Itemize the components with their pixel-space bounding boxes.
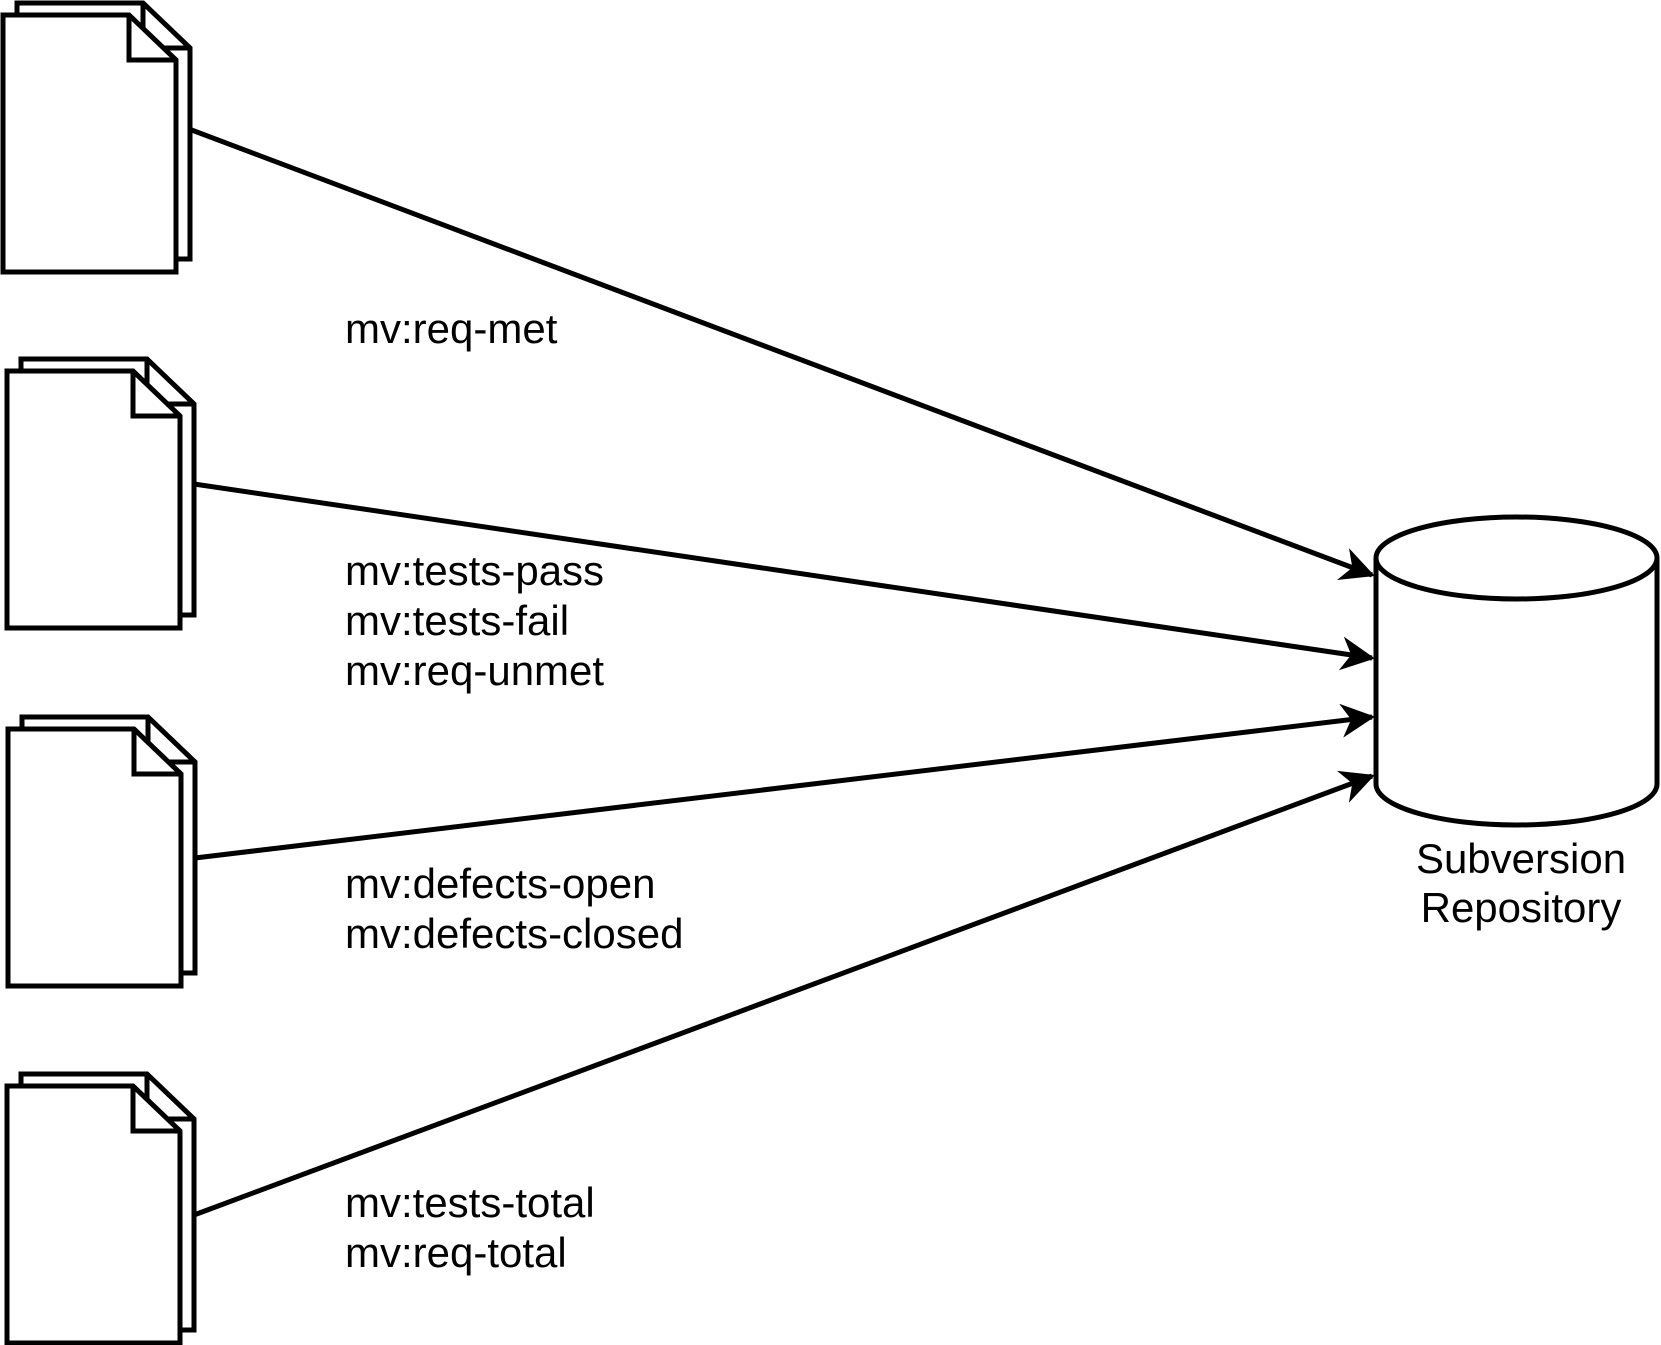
cylinder-body (1373, 558, 1660, 828)
documents-node-4 (7, 1074, 194, 1343)
repository-node (1373, 514, 1660, 828)
cylinder-top (1373, 514, 1660, 602)
documents-node-2 (7, 359, 194, 628)
edge-label-defects-closed: mv:defects-closed (345, 910, 683, 957)
edge-label-req-unmet: mv:req-unmet (345, 647, 604, 694)
edge-label-defects-open: mv:defects-open (345, 860, 656, 907)
edge-label-tests-pass: mv:tests-pass (345, 547, 604, 594)
document-stack-icon (7, 1074, 194, 1343)
repository-label-line-2: Repository (1421, 884, 1622, 931)
edge-label-req-met: mv:req-met (345, 305, 558, 352)
document-stack-icon (8, 717, 195, 986)
edge-label-tests-total: mv:tests-total (345, 1179, 595, 1226)
document-stack-icon (3, 3, 190, 272)
edge-arrow-3 (194, 703, 1375, 861)
documents-node-3 (8, 717, 195, 986)
document-stack-icon (7, 359, 194, 628)
edge-arrow-4 (193, 770, 1375, 1218)
edge-label-req-total: mv:req-total (345, 1229, 567, 1276)
documents-node-1 (3, 3, 190, 272)
edge-arrow-2 (193, 481, 1375, 671)
edge-arrow-1 (188, 126, 1375, 580)
edge-label-tests-fail: mv:tests-fail (345, 597, 569, 644)
repository-label-line-1: Subversion (1416, 835, 1626, 882)
